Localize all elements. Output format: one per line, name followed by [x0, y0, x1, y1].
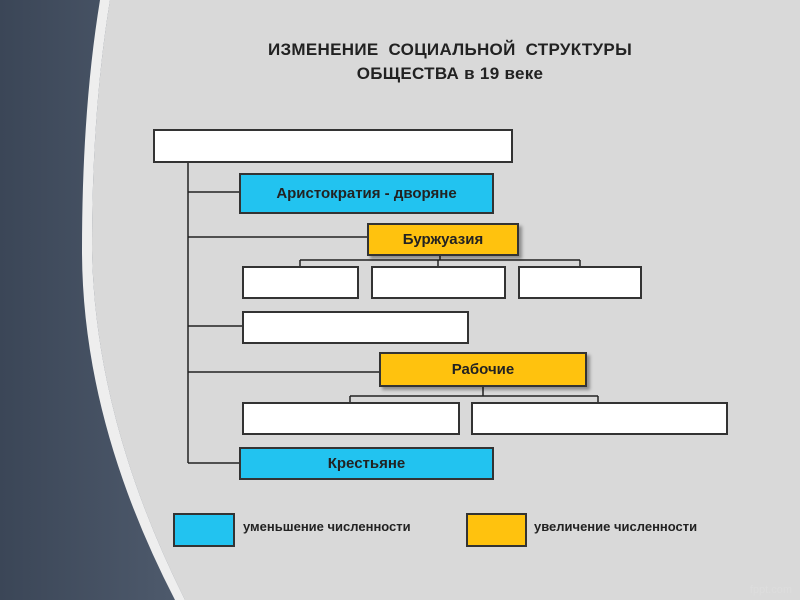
legend-increase-swatch [466, 513, 527, 547]
bourgeoisie-sub-box-3 [518, 266, 642, 299]
root-box [153, 129, 513, 163]
watermark: fppt.com [749, 584, 792, 596]
peasants-box: Крестьяне [239, 447, 494, 480]
legend-decrease-swatch [173, 513, 235, 547]
blank-group-box [242, 311, 469, 344]
page-title: ИЗМЕНЕНИЕ СОЦИАЛЬНОЙ СТРУКТУРЫ ОБЩЕСТВА … [200, 38, 700, 86]
title-line-1: ИЗМЕНЕНИЕ СОЦИАЛЬНОЙ СТРУКТУРЫ [267, 40, 633, 59]
workers-box: Рабочие [379, 352, 587, 387]
workers-sub-box-2 [471, 402, 728, 435]
bourgeoisie-sub-box-2 [371, 266, 506, 299]
title-line-2: ОБЩЕСТВА в 19 веке [356, 64, 544, 83]
bourgeoisie-box: Буржуазия [367, 223, 519, 256]
bourgeoisie-sub-box-1 [242, 266, 359, 299]
legend-increase-label: увеличение численности [534, 519, 698, 534]
aristocracy-box: Аристократия - дворяне [239, 173, 494, 214]
legend-decrease-label: уменьшение численности [243, 519, 411, 534]
workers-sub-box-1 [242, 402, 460, 435]
